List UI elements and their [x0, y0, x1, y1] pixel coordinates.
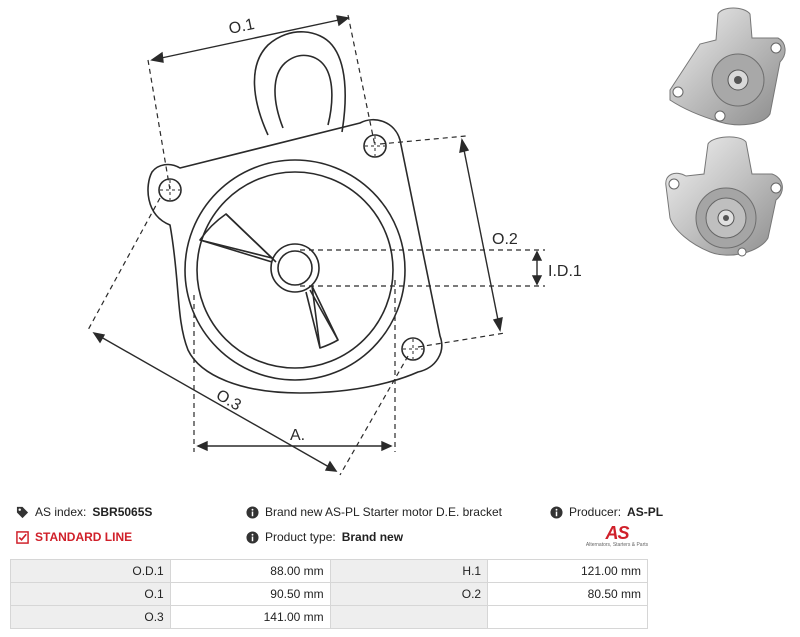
mount-hole-top — [363, 134, 387, 158]
bracket-loop-inner — [274, 54, 333, 129]
standard-line-label: STANDARD LINE — [35, 530, 133, 544]
bracket-loop — [253, 31, 346, 136]
label-a: A. — [290, 427, 305, 444]
logo-tagline: Alternators, Starters & Parts — [585, 542, 649, 548]
checkbox-icon — [16, 530, 29, 544]
label-od2: O.2 — [492, 231, 518, 248]
dim-label: O.2 — [329, 582, 489, 606]
dim-value — [487, 605, 648, 629]
housing-inner-circle — [196, 171, 394, 369]
tag-icon — [16, 506, 29, 518]
bracket-photo-front — [669, 7, 786, 126]
info-icon — [550, 505, 563, 519]
info-icon — [246, 530, 259, 544]
bushing-outer — [270, 243, 320, 293]
as-index-row: AS index: SBR5065S — [16, 505, 152, 519]
dim-label: O.1 — [10, 582, 171, 606]
sector-cutout — [199, 213, 339, 349]
mount-hole-left — [158, 178, 182, 202]
standard-line-row: STANDARD LINE — [16, 530, 132, 544]
dim-value: 141.00 mm — [169, 605, 331, 629]
mount-hole-bottom — [401, 337, 425, 361]
bracket-drawing: O.1 O.2 I.D.1 O.3 A. — [87, 14, 582, 476]
info-icon — [246, 505, 259, 519]
label-id1: I.D.1 — [548, 263, 582, 280]
label-od3: O.3 — [213, 387, 244, 415]
dim-label — [329, 605, 489, 629]
producer-value: AS-PL — [627, 505, 664, 519]
label-od1: O.1 — [227, 16, 256, 38]
as-index-value: SBR5065S — [92, 505, 153, 519]
dim-label: O.D.1 — [10, 559, 171, 583]
dim-label: H.1 — [329, 559, 489, 583]
product-type-label: Product type: — [265, 530, 336, 544]
description-row: Brand new AS-PL Starter motor D.E. brack… — [246, 505, 502, 519]
bracket-outline — [147, 118, 443, 394]
description-text: Brand new AS-PL Starter motor D.E. brack… — [265, 505, 502, 519]
bushing-inner — [277, 250, 313, 286]
dim-value: 90.50 mm — [169, 582, 331, 606]
dim-value: 88.00 mm — [169, 559, 331, 583]
producer-label: Producer: — [569, 505, 622, 519]
producer-row: Producer: AS-PL — [550, 505, 663, 519]
product-type-value: Brand new — [341, 530, 404, 544]
dim-label: O.3 — [10, 605, 171, 629]
bracket-photo-angle — [665, 136, 783, 257]
housing-outer-circle — [184, 159, 406, 381]
as-pl-logo: AS Alternators, Starters & Parts — [585, 524, 649, 552]
logo-mark: AS — [605, 523, 629, 543]
as-index-label: AS index: — [35, 505, 87, 519]
dim-value: 80.50 mm — [487, 582, 648, 606]
product-type-row: Product type: Brand new — [246, 530, 403, 544]
dim-value: 121.00 mm — [487, 559, 648, 583]
